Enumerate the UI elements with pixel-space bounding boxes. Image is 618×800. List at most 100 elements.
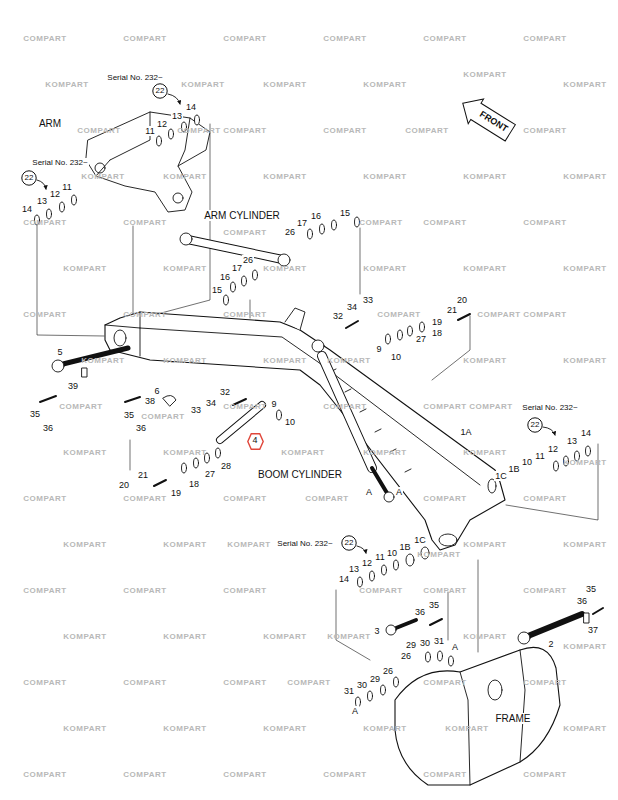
callout-number: 14 (185, 102, 197, 112)
callout-number: 19 (431, 317, 443, 327)
alignment-line (448, 592, 449, 640)
watermark: COMPART (123, 218, 166, 227)
watermark: COMPART (423, 586, 466, 595)
watermark: KOMPART (563, 458, 606, 467)
watermark: COMPART (523, 586, 566, 595)
washer (554, 461, 559, 471)
watermark: KOMPART (417, 550, 460, 559)
washer (60, 202, 65, 212)
watermark: KOMPART (263, 724, 306, 733)
washer (420, 322, 425, 332)
washer (308, 229, 313, 239)
bolt (458, 314, 470, 320)
callout-number: 20 (456, 295, 468, 305)
watermark: COMPART (423, 770, 466, 779)
callout-number: 18 (188, 479, 200, 489)
washer (394, 677, 399, 687)
highlighted-callout: 4 (247, 433, 264, 450)
callout-circle (342, 536, 356, 550)
watermark: COMPART (123, 586, 166, 595)
bolts (40, 314, 603, 625)
callout-number: 34 (205, 398, 217, 408)
watermark: COMPART (223, 402, 266, 411)
washer (426, 652, 431, 662)
callout-number: 27 (415, 334, 427, 344)
callout-number: 11 (144, 126, 155, 136)
callout-number: 20 (118, 480, 130, 490)
washer (195, 115, 200, 125)
washer (157, 136, 162, 146)
washer (320, 224, 325, 234)
watermark: COMPART (323, 770, 366, 779)
watermark: COMPART (123, 310, 166, 319)
watermark: KOMPART (81, 356, 124, 365)
watermark: COMPART (287, 678, 330, 687)
frame (395, 647, 560, 785)
watermark: KOMPART (327, 632, 370, 641)
washer (438, 651, 443, 661)
serial-note: Serial No. 232~ (31, 158, 88, 167)
bolt (154, 480, 166, 486)
watermark: KOMPART (163, 448, 206, 457)
watermark: KOMPART (263, 356, 306, 365)
washer (449, 656, 454, 666)
watermark: KOMPART (463, 356, 506, 365)
callout-number: 31 (343, 686, 355, 696)
pin (396, 620, 416, 628)
watermark: COMPART (359, 218, 402, 227)
watermark: COMPART (123, 678, 166, 687)
watermark: COMPART (223, 310, 266, 319)
callout-number: 31 (433, 636, 445, 646)
callout-number: 32 (219, 387, 231, 397)
lock-plate (584, 613, 589, 623)
watermark: KOMPART (363, 80, 406, 89)
watermark: KOMPART (163, 264, 206, 273)
callout-number: 19 (170, 488, 182, 498)
watermark: KOMPART (81, 172, 124, 181)
callout-number: 33 (190, 405, 202, 415)
watermark: KOMPART (163, 356, 206, 365)
washer (355, 217, 360, 227)
watermark: COMPART (305, 494, 348, 503)
alignment-line (336, 590, 370, 660)
watermark: KOMPART (363, 172, 406, 181)
callout-number: 6 (153, 386, 160, 396)
washer (242, 276, 247, 286)
watermark: COMPART (523, 678, 566, 687)
part-name: FRAME (495, 713, 532, 724)
washer (586, 446, 591, 456)
callout-number: 36 (42, 423, 54, 433)
callout-number: 36 (135, 423, 147, 433)
watermark: KOMPART (63, 540, 106, 549)
callout-number: 3 (373, 626, 380, 636)
watermark: COMPART (523, 218, 566, 227)
callout-number: 12 (361, 558, 373, 568)
callout-number: 2 (547, 639, 554, 649)
callout-number: 12 (156, 119, 168, 129)
callout-number: 14 (580, 428, 592, 438)
watermark: KOMPART (563, 172, 606, 181)
callout-number: A (351, 706, 359, 716)
watermark: COMPART (323, 402, 366, 411)
cylinder-bracket (285, 308, 305, 330)
watermark: COMPART (123, 494, 166, 503)
watermark: COMPART (23, 678, 66, 687)
watermark: COMPART (477, 310, 520, 319)
callout-number: 26 (284, 227, 296, 237)
watermark: KOMPART (163, 724, 206, 733)
washer (253, 270, 258, 280)
callout-number: 22 (345, 539, 354, 548)
alignment-line (360, 228, 361, 294)
callout-number: 1C (494, 471, 508, 481)
watermark: KOMPART (63, 724, 106, 733)
watermark: KOMPART (463, 172, 506, 181)
arrow-outline (455, 91, 518, 145)
watermark: KOMPART (63, 264, 106, 273)
watermark: KOMPART (463, 448, 506, 457)
watermark: COMPART (23, 494, 66, 503)
pin-hole (173, 193, 183, 203)
arm-edge (96, 112, 190, 176)
watermark: KOMPART (463, 264, 506, 273)
watermark: COMPART (523, 770, 566, 779)
serial-arrow (543, 427, 555, 435)
